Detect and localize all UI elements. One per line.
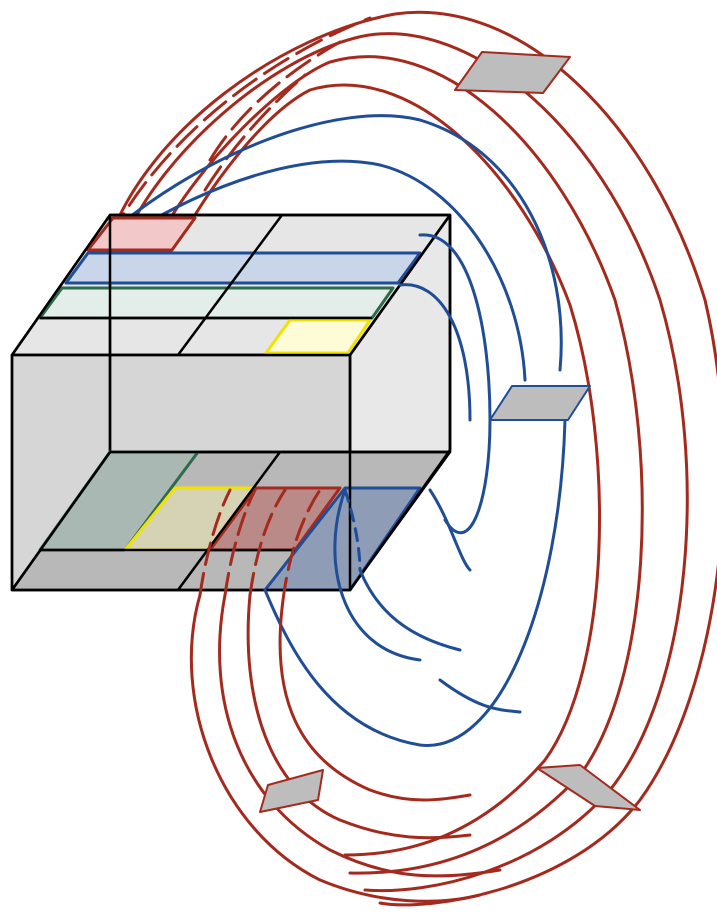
bottom-grid-line bbox=[176, 451, 282, 591]
blue-lower-arcs bbox=[263, 233, 567, 747]
red-strip-lower-2 bbox=[218, 593, 502, 878]
box-right-outline bbox=[348, 215, 452, 591]
red-dashed-line-1 bbox=[108, 16, 372, 240]
cross-section-bottom-right bbox=[536, 764, 641, 811]
cross-section-top-right bbox=[454, 51, 571, 94]
top-grid-line bbox=[176, 214, 284, 356]
cross-sections bbox=[259, 51, 641, 813]
top-grid bbox=[40, 214, 372, 452]
cross-section-bottom-left bbox=[259, 769, 324, 813]
red-strip-outer-arc bbox=[108, 10, 717, 907]
box-inner-edge bbox=[10, 451, 112, 591]
red-lower-arcs bbox=[189, 488, 502, 903]
red-dashed-upper bbox=[108, 16, 372, 240]
red-dashed-line-2 bbox=[208, 40, 342, 162]
red-strip-lower-4 bbox=[278, 598, 472, 802]
blue-strip-arc-1 bbox=[88, 114, 563, 372]
blue-upper-arcs bbox=[88, 114, 563, 382]
blue-strip-arc-2 bbox=[108, 159, 527, 382]
red-dashed-line-3 bbox=[203, 73, 307, 192]
yellow-top-patch bbox=[264, 318, 372, 355]
blue-strip-arc-3 bbox=[263, 418, 567, 747]
red-top-patch bbox=[86, 216, 197, 252]
blue-dashed-link bbox=[343, 488, 362, 572]
blue-strip-arc-4 bbox=[333, 488, 522, 714]
red-strip-arc-2 bbox=[123, 32, 689, 893]
red-strip-arc-4 bbox=[178, 83, 601, 857]
blue-strip-arc-5 bbox=[358, 488, 472, 652]
cross-section-middle-right bbox=[489, 385, 591, 421]
red-strip-lower-3 bbox=[246, 593, 472, 840]
red-strip-lower-1 bbox=[189, 593, 482, 903]
